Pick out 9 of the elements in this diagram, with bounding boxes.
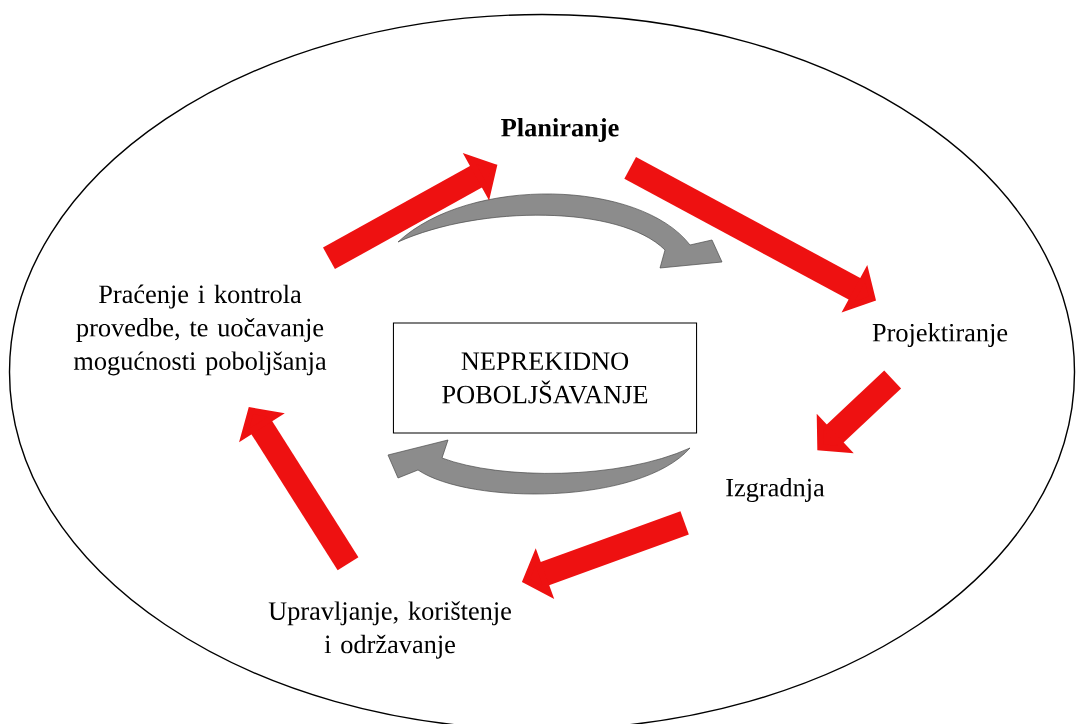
stage-label: Upravljanje, korištenje i održavanje [268,601,511,659]
stage-label: Projektiranje [872,323,1008,347]
block-arrow [816,370,902,454]
stage-label: Izgradnja [726,478,825,502]
stage-label: Praćenje i kontrola provedbe, te uočavanje mogućnosti poboljšanja [73,284,327,376]
stage-label: Planiranje [501,118,619,142]
oval-frame [8,13,1076,724]
center-box: NEPREKIDNO POBOLJŠAVANJE [392,322,698,434]
block-arrow [239,407,359,571]
